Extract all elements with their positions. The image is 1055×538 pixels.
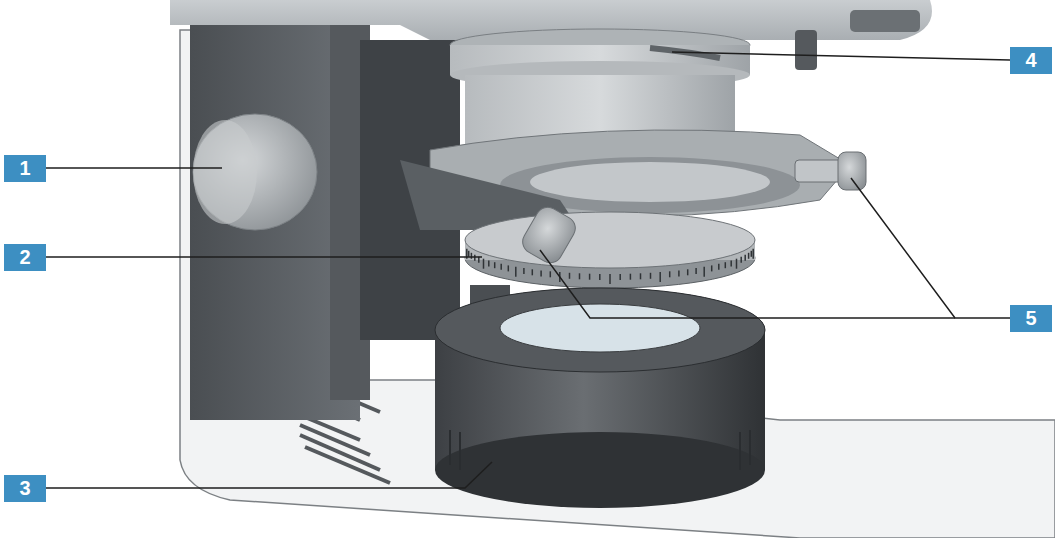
- dial-tick: [752, 249, 754, 259]
- dial-tick: [609, 274, 611, 284]
- dial-tick: [669, 271, 671, 277]
- dial-tick: [579, 273, 581, 279]
- dial-tick: [488, 261, 490, 267]
- dial-tick: [500, 264, 502, 270]
- dial-tick: [569, 273, 571, 279]
- dial-tick: [630, 274, 632, 280]
- dial-tick: [736, 259, 738, 269]
- dial-tick: [599, 274, 601, 280]
- dial-tick: [748, 253, 750, 259]
- dial-tick: [744, 255, 746, 261]
- dial-tick: [659, 272, 661, 282]
- dial-tick: [678, 270, 680, 276]
- dial-tick: [711, 265, 713, 271]
- dial-tick: [468, 251, 470, 257]
- dial-tick: [474, 255, 476, 261]
- callout-number: 3: [4, 475, 46, 502]
- callout-number: 4: [1010, 47, 1052, 74]
- dial-tick: [640, 273, 642, 279]
- dial-tick: [740, 257, 742, 263]
- callout-number: 5: [1010, 305, 1052, 332]
- callout-number: 2: [4, 244, 46, 271]
- dial-tick: [550, 271, 552, 277]
- dial-tick: [695, 268, 697, 274]
- dial-tick: [687, 269, 689, 275]
- dial-tick: [483, 259, 485, 269]
- dial-tick: [703, 267, 705, 277]
- dial-tick: [508, 265, 510, 271]
- dial-tick: [523, 268, 525, 274]
- dial-tick: [751, 251, 753, 257]
- dial-tick: [619, 274, 621, 280]
- dial-tick: [650, 273, 652, 279]
- dial-tick: [494, 262, 496, 268]
- dial-tick: [730, 261, 732, 267]
- callout-number: 1: [4, 155, 46, 182]
- dial-tick: [471, 253, 473, 259]
- dial-tick: [532, 269, 534, 275]
- leader-lines: [46, 52, 1010, 488]
- dial-tick: [725, 262, 727, 268]
- dial-tick: [718, 264, 720, 270]
- dial-tick: [540, 270, 542, 276]
- dial-tick: [589, 274, 591, 280]
- dial-tick: [515, 267, 517, 277]
